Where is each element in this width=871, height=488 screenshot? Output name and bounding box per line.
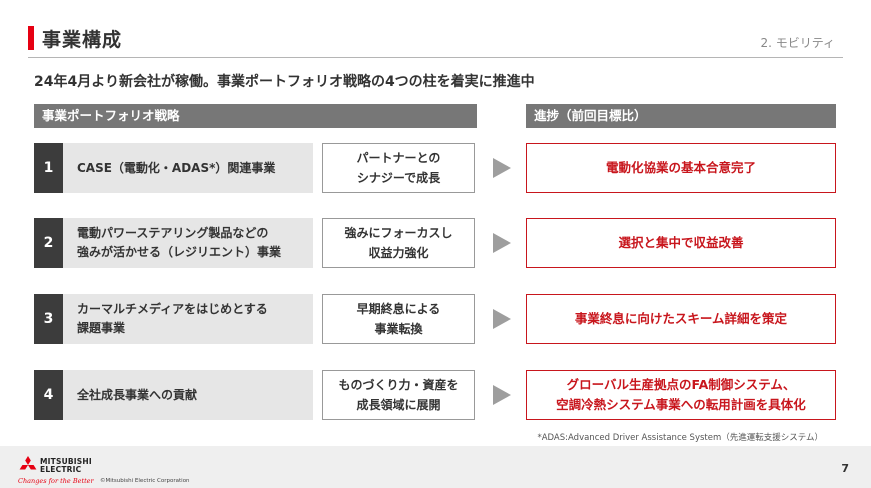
footnote: *ADAS:Advanced Driver Assistance System（… — [537, 433, 823, 443]
progress-cell: 選択と集中で収益改善 — [526, 218, 836, 268]
strategy-cell: 電動パワーステアリング製品などの 強みが活かせる（レジリエント）事業 — [63, 218, 313, 268]
approach-cell: ものづくり力・資産を 成長領域に展開 — [322, 370, 475, 420]
table-row: 1 CASE（電動化・ADAS*）関連事業 パートナーとの シナジーで成長 電動… — [34, 143, 836, 193]
strategy-cell: カーマルチメディアをはじめとする 課題事業 — [63, 294, 313, 344]
approach-line: 収益力強化 — [368, 246, 429, 260]
progress-line: 電動化協業の基本合意完了 — [605, 160, 756, 175]
strategy-cell: CASE（電動化・ADAS*）関連事業 — [63, 143, 313, 193]
title-divider — [28, 57, 843, 58]
strategy-line: 全社成長事業への貢献 — [77, 387, 198, 402]
progress-line: 事業終息に向けたスキーム詳細を策定 — [574, 311, 788, 326]
strategy-cell: 全社成長事業への貢献 — [63, 370, 313, 420]
approach-line: 成長領域に展開 — [356, 398, 441, 412]
strategy-line: カーマルチメディアをはじめとする — [77, 302, 268, 316]
progress-cell: 事業終息に向けたスキーム詳細を策定 — [526, 294, 836, 344]
triangle-right-icon — [493, 385, 511, 405]
brand-tagline: Changes for the Better — [18, 477, 94, 485]
approach-line: 早期終息による — [356, 302, 441, 316]
copyright: ©Mitsubishi Electric Corporation — [100, 478, 190, 484]
table-row: 4 全社成長事業への貢献 ものづくり力・資産を 成長領域に展開 グローバル生産拠… — [34, 370, 836, 420]
approach-line: 事業転換 — [374, 322, 423, 336]
progress-cell: グローバル生産拠点のFA制御システム、 空調冷熱システム事業への転用計画を具体化 — [526, 370, 836, 420]
table-row: 2 電動パワーステアリング製品などの 強みが活かせる（レジリエント）事業 強みに… — [34, 218, 836, 268]
triangle-right-icon — [493, 158, 511, 178]
strategy-line: 課題事業 — [77, 321, 126, 335]
progress-line: グローバル生産拠点のFA制御システム、 — [566, 377, 796, 392]
strategy-column-header: 事業ポートフォリオ戦略 — [34, 104, 477, 128]
section-label: 2. モビリティ — [760, 36, 835, 50]
progress-column-header: 進捗（前回目標比） — [526, 104, 836, 128]
table-row: 3 カーマルチメディアをはじめとする 課題事業 早期終息による 事業転換 事業終… — [34, 294, 836, 344]
brand-line: ELECTRIC — [40, 465, 82, 474]
row-number: 2 — [34, 218, 63, 268]
strategy-line: 強みが活かせる（レジリエント）事業 — [77, 245, 282, 259]
progress-line: 選択と集中で収益改善 — [618, 235, 744, 250]
footer-band — [0, 446, 871, 488]
approach-line: パートナーとの — [356, 151, 441, 165]
approach-cell: パートナーとの シナジーで成長 — [322, 143, 475, 193]
page-number: 7 — [841, 462, 849, 475]
page-title: 事業構成 — [42, 29, 123, 51]
approach-line: ものづくり力・資産を — [338, 378, 459, 392]
row-number: 4 — [34, 370, 63, 420]
progress-cell: 電動化協業の基本合意完了 — [526, 143, 836, 193]
approach-line: 強みにフォーカスし — [344, 226, 453, 240]
triangle-right-icon — [493, 309, 511, 329]
title-accent-bar — [28, 26, 34, 50]
triangle-right-icon — [493, 233, 511, 253]
brand-line: MITSUBISHI — [40, 457, 92, 466]
strategy-line: CASE（電動化・ADAS*）関連事業 — [77, 160, 276, 175]
brand-name: MITSUBISHI ELECTRIC — [40, 458, 92, 474]
row-number: 1 — [34, 143, 63, 193]
three-diamonds-logo-icon — [19, 456, 37, 470]
progress-line: 空調冷熱システム事業への転用計画を具体化 — [556, 397, 806, 412]
row-number: 3 — [34, 294, 63, 344]
lead-text: 24年4月より新会社が稼働。事業ポートフォリオ戦略の4つの柱を着実に推進中 — [34, 74, 535, 90]
approach-line: シナジーで成長 — [356, 171, 441, 185]
strategy-line: 電動パワーステアリング製品などの — [77, 226, 269, 240]
approach-cell: 早期終息による 事業転換 — [322, 294, 475, 344]
approach-cell: 強みにフォーカスし 収益力強化 — [322, 218, 475, 268]
